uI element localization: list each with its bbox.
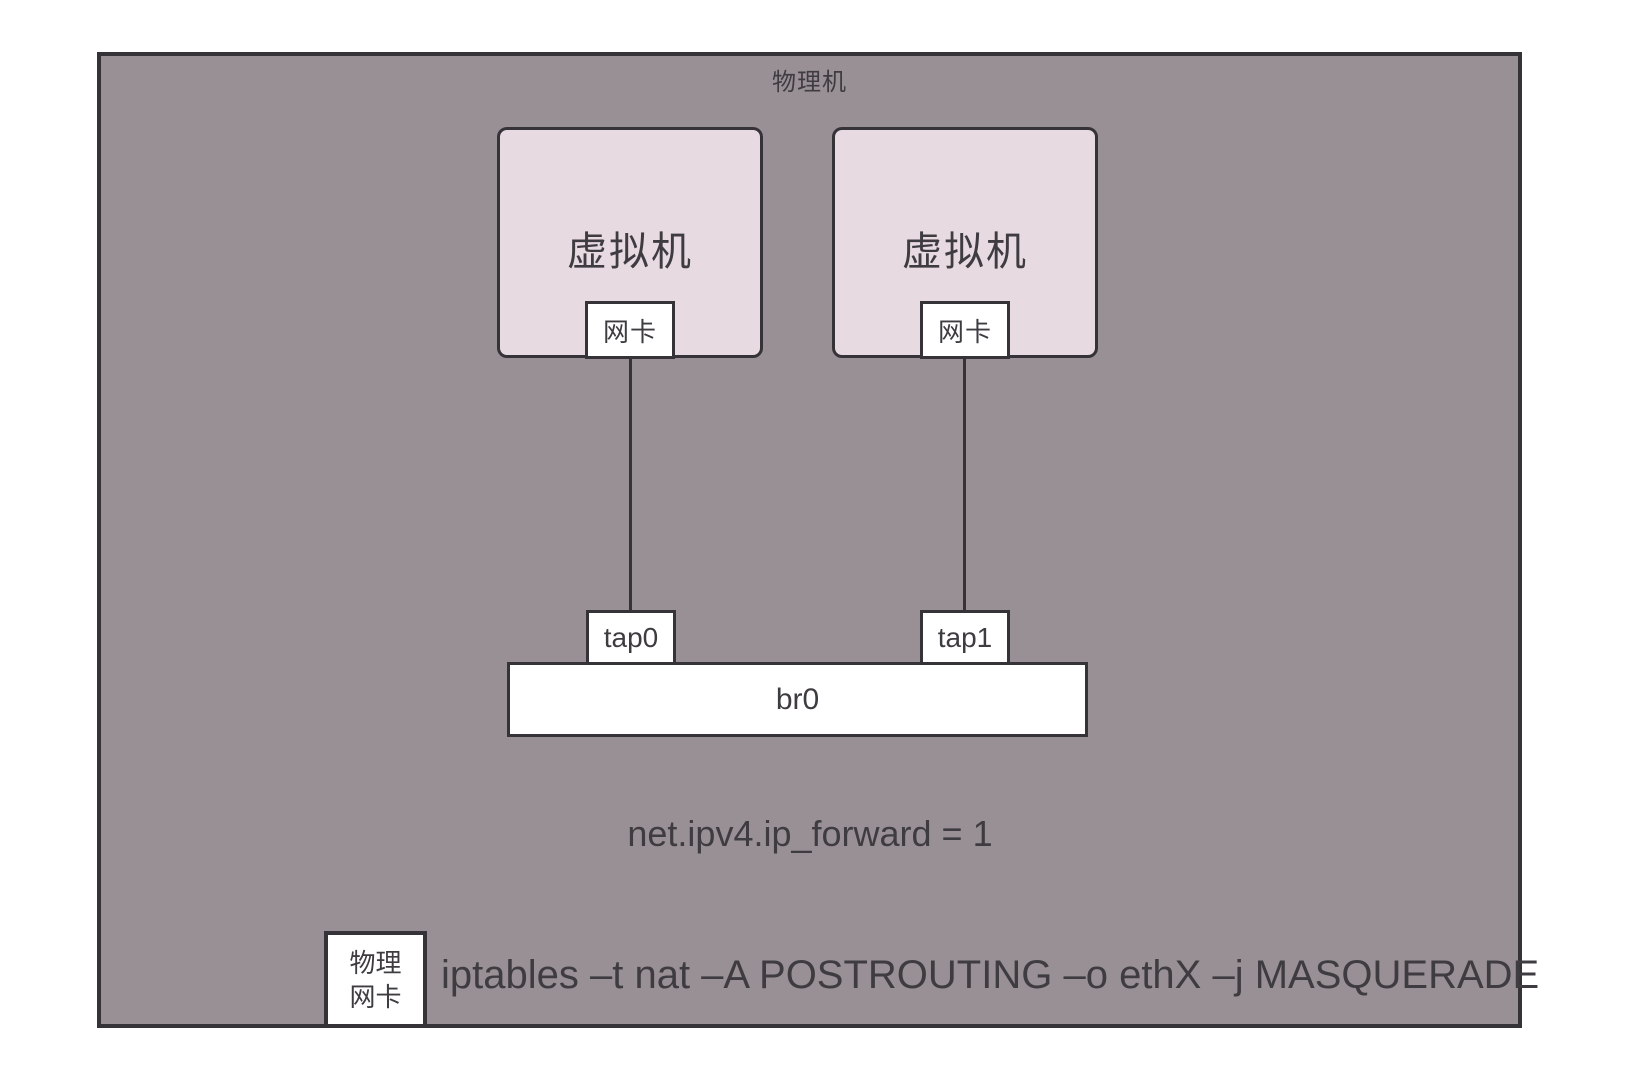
tap0-box: tap0 — [586, 610, 676, 665]
tap1-box: tap1 — [920, 610, 1010, 665]
vm-label-2: 虚拟机 — [902, 229, 1028, 274]
physical-nic-label-line1: 物理 — [349, 947, 402, 978]
bridge-br0-box: br0 — [507, 662, 1088, 737]
tap1-label: tap1 — [937, 621, 993, 653]
physical-nic-label-line2: 网卡 — [349, 981, 402, 1012]
physical-machine-label: 物理机 — [772, 69, 847, 96]
vm2-nic-box: 网卡 — [920, 301, 1010, 359]
vm-label-1: 虚拟机 — [567, 229, 693, 274]
connector-line-vm1-tap0 — [629, 356, 632, 612]
physical-machine-box: 物理机 虚拟机 虚拟机 网卡 网卡 tap0 tap1 br0 net.ipv4… — [97, 52, 1540, 1028]
vm1-nic-box: 网卡 — [585, 301, 675, 359]
physical-nic-box: 物理 网卡 — [324, 931, 427, 1028]
bridge-br0-label: br0 — [775, 682, 820, 716]
vm2-nic-label: 网卡 — [937, 316, 992, 347]
connector-line-vm2-tap1 — [963, 356, 966, 612]
ip-forward-annotation: net.ipv4.ip_forward = 1 — [627, 813, 993, 854]
vm1-nic-label: 网卡 — [602, 316, 657, 347]
iptables-annotation: iptables –t nat –A POSTROUTING –o ethX –… — [441, 953, 1540, 997]
tap0-label: tap0 — [603, 621, 659, 653]
